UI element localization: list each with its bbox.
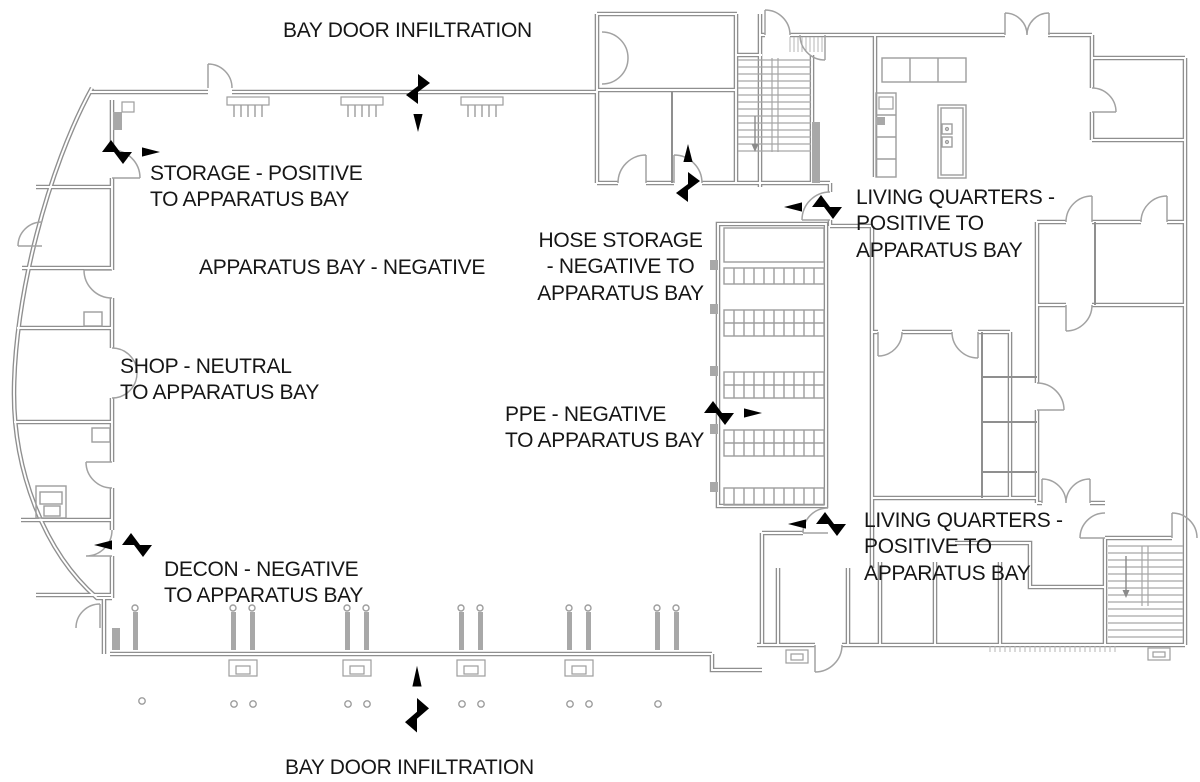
label-decon: DECON - NEGATIVE TO APPARATUS BAY <box>164 558 364 608</box>
label-shop: SHOP - NEUTRAL TO APPARATUS BAY <box>120 355 320 405</box>
label-living-quarters-lower: LIVING QUARTERS - POSITIVE TO APPARATUS … <box>864 509 1063 585</box>
airflow-arrow-living-quarters-upper <box>784 195 852 219</box>
label-bay-door-infiltration-top: BAY DOOR INFILTRATION <box>283 19 532 42</box>
bay-door-jambs-top <box>226 96 504 117</box>
stairs-top <box>738 58 820 183</box>
label-storage: STORAGE - POSITIVE TO APPARATUS BAY <box>150 162 363 212</box>
ppe-locker-racks <box>710 227 825 506</box>
label-apparatus-bay: APPARATUS BAY - NEGATIVE <box>199 256 486 279</box>
bay-door-posts-bottom <box>112 604 680 708</box>
airflow-arrow-hose-storage <box>676 144 700 212</box>
left-wing-fixtures <box>35 101 135 519</box>
label-hose-storage: HOSE STORAGE - NEGATIVE TO APPARATUS BAY <box>537 229 704 305</box>
stairs-bottom <box>1108 545 1183 638</box>
label-living-quarters-upper: LIVING QUARTERS - POSITIVE TO APPARATUS … <box>856 186 1055 262</box>
airflow-arrow-decon <box>94 533 162 557</box>
airflow-arrow-ppe <box>694 401 762 425</box>
kitchen-fixtures <box>875 57 967 179</box>
airflow-arrow-bay-door-bottom <box>405 665 429 744</box>
airflow-arrow-bay-door-top <box>406 64 430 132</box>
door-swings <box>17 9 1198 673</box>
label-ppe: PPE - NEGATIVE TO APPARATUS BAY <box>505 403 705 453</box>
label-bay-door-infiltration-bottom: BAY DOOR INFILTRATION <box>285 756 534 779</box>
interior-partitions <box>671 92 1096 498</box>
exterior-stoops <box>785 647 1171 664</box>
